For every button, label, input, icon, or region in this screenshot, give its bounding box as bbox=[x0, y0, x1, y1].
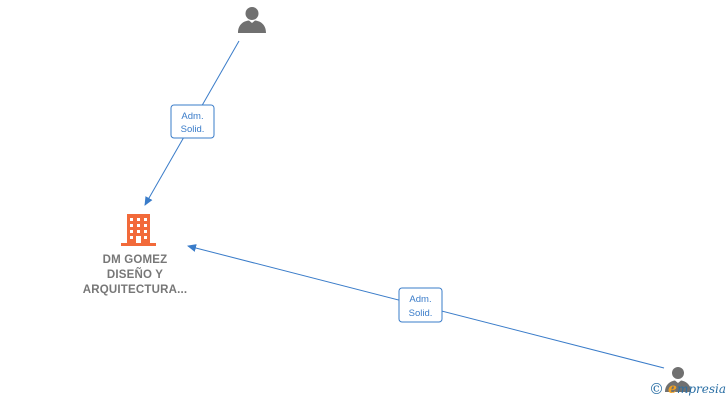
person-node-2[interactable] bbox=[665, 367, 691, 392]
company-node[interactable] bbox=[121, 214, 156, 246]
edge-label-2[interactable]: Adm. Solid. bbox=[398, 287, 443, 323]
person-icon bbox=[238, 7, 266, 33]
company-name-label[interactable]: DM GOMEZ DISEÑO Y ARQUITECTURA... bbox=[70, 253, 200, 298]
edge-label-2-line-1: Adm. bbox=[409, 294, 431, 305]
brand-logo-text: mpresia bbox=[676, 382, 726, 396]
company-name-line-1: DM GOMEZ bbox=[102, 254, 168, 266]
person-icon bbox=[665, 367, 691, 392]
edge-label-1-line-2: Solid. bbox=[181, 124, 205, 135]
edge-label-1-line-1: Adm. bbox=[181, 111, 203, 122]
building-icon bbox=[121, 214, 156, 246]
person-node-1[interactable] bbox=[238, 7, 266, 33]
empresia-watermark: © e mpresia bbox=[649, 380, 726, 398]
edge-label-1[interactable]: Adm. Solid. bbox=[170, 104, 215, 139]
brand-logo-initial: e bbox=[668, 381, 677, 397]
company-name-line-3: ARQUITECTURA... bbox=[82, 284, 188, 296]
company-name-line-2: DISEÑO Y bbox=[106, 269, 164, 281]
copyright-icon: © bbox=[649, 380, 665, 398]
edge-label-2-line-2: Solid. bbox=[409, 308, 433, 319]
